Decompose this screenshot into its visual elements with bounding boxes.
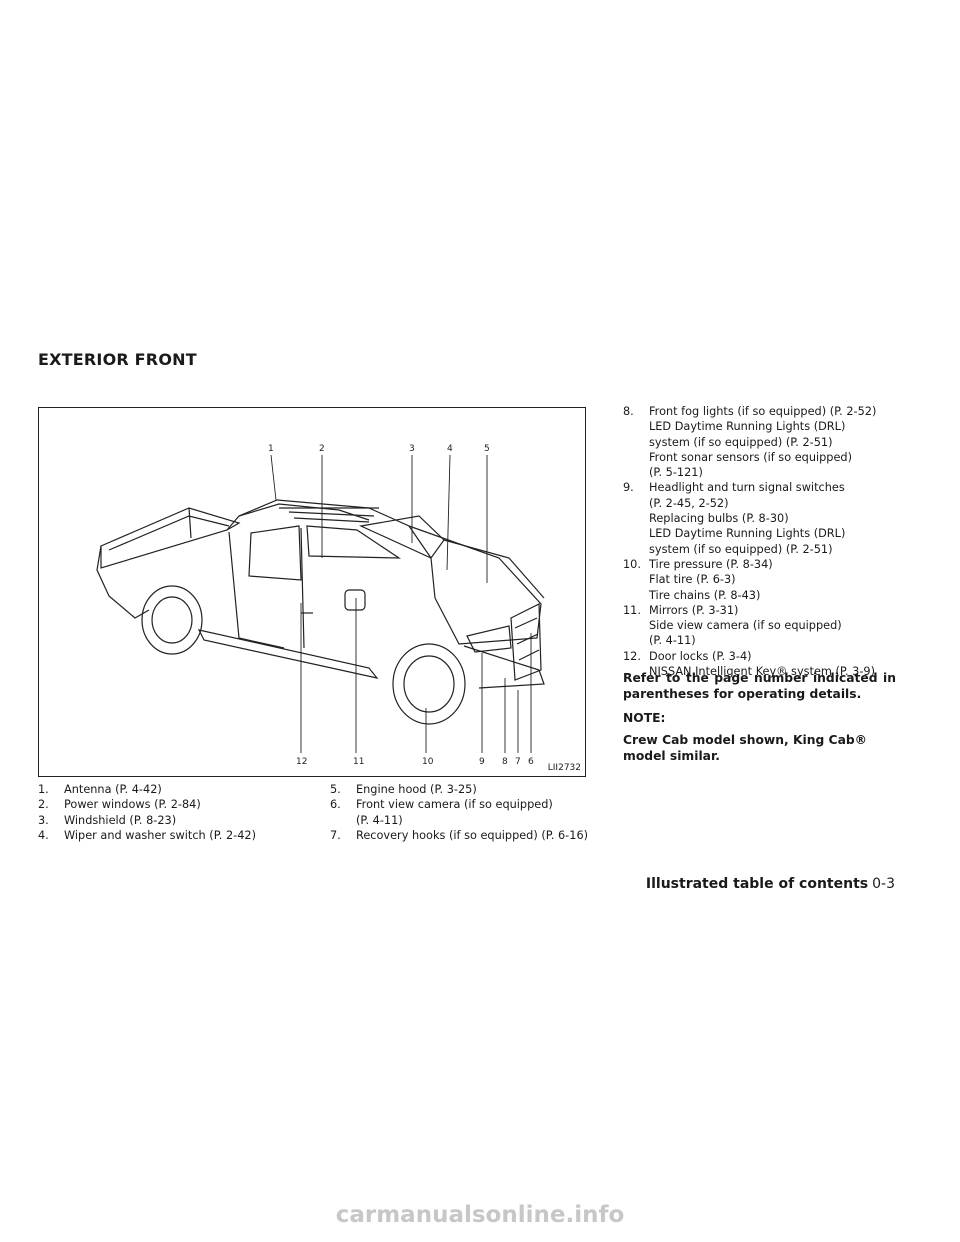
- legend-list-right: 8.Front fog lights (if so equipped) (P. …: [623, 404, 898, 679]
- list-item: 5.Engine hood (P. 3-25): [330, 783, 477, 796]
- note-text: Crew Cab model shown, King Cab® model si…: [623, 733, 867, 763]
- list-item: 1.Antenna (P. 4-42): [38, 783, 162, 796]
- footer-title: Illustrated table of contents: [645, 876, 869, 892]
- truck-drawing: [96, 499, 545, 725]
- list-item: 6.Front view camera (if so equipped)(P. …: [330, 798, 553, 827]
- list-item: 2.Power windows (P. 2-84): [38, 798, 201, 812]
- callout-3: 3: [409, 444, 415, 454]
- callout-5: 5: [484, 444, 490, 454]
- refer-text: Refer to the page number indicated in pa…: [623, 671, 896, 701]
- callout-2: 2: [319, 444, 325, 454]
- page-number: 0-3: [872, 876, 895, 892]
- callout-12: 12: [296, 757, 307, 767]
- list-item: 10.Tire pressure (P. 8-34)Flat tire (P. …: [623, 557, 773, 602]
- note-heading: NOTE:: [623, 711, 666, 725]
- list-item: 4.Wiper and washer switch (P. 2-42): [38, 828, 256, 842]
- list-item: 11.Mirrors (P. 3-31)Side view camera (if…: [623, 603, 842, 648]
- list-item: 8.Front fog lights (if so equipped) (P. …: [623, 405, 877, 480]
- leader-lines: [270, 454, 532, 753]
- figure-code: LII2732: [547, 763, 581, 773]
- truck-illustration-figure: 1 2 3 4 5 12 11 10 9 8 7 6: [38, 407, 586, 777]
- section-title: EXTERIOR FRONT: [38, 350, 197, 369]
- list-item: 7.Recovery hooks (if so equipped) (P. 6-…: [330, 828, 589, 842]
- callout-11: 11: [353, 757, 364, 767]
- callout-10: 10: [422, 757, 434, 767]
- callout-4: 4: [447, 444, 453, 454]
- truck-illustration: 1 2 3 4 5 12 11 10 9 8 7 6: [96, 444, 545, 767]
- callout-8: 8: [502, 757, 508, 767]
- callout-6: 6: [528, 757, 534, 767]
- list-item: 3.Windshield (P. 8-23): [38, 813, 177, 827]
- callout-7: 7: [515, 757, 521, 767]
- legend-list-left: 1.Antenna (P. 4-42) 2.Power windows (P. …: [38, 782, 313, 843]
- callout-1: 1: [268, 444, 274, 454]
- list-item: 12.Door locks (P. 3-4)NISSAN Intelligent…: [623, 649, 875, 679]
- list-item: 9.Headlight and turn signal switches(P. …: [623, 481, 846, 556]
- legend-list-middle: 5.Engine hood (P. 3-25) 6.Front view cam…: [330, 782, 605, 843]
- callout-9: 9: [479, 757, 485, 767]
- watermark: carmanualsonline.info: [335, 1202, 625, 1228]
